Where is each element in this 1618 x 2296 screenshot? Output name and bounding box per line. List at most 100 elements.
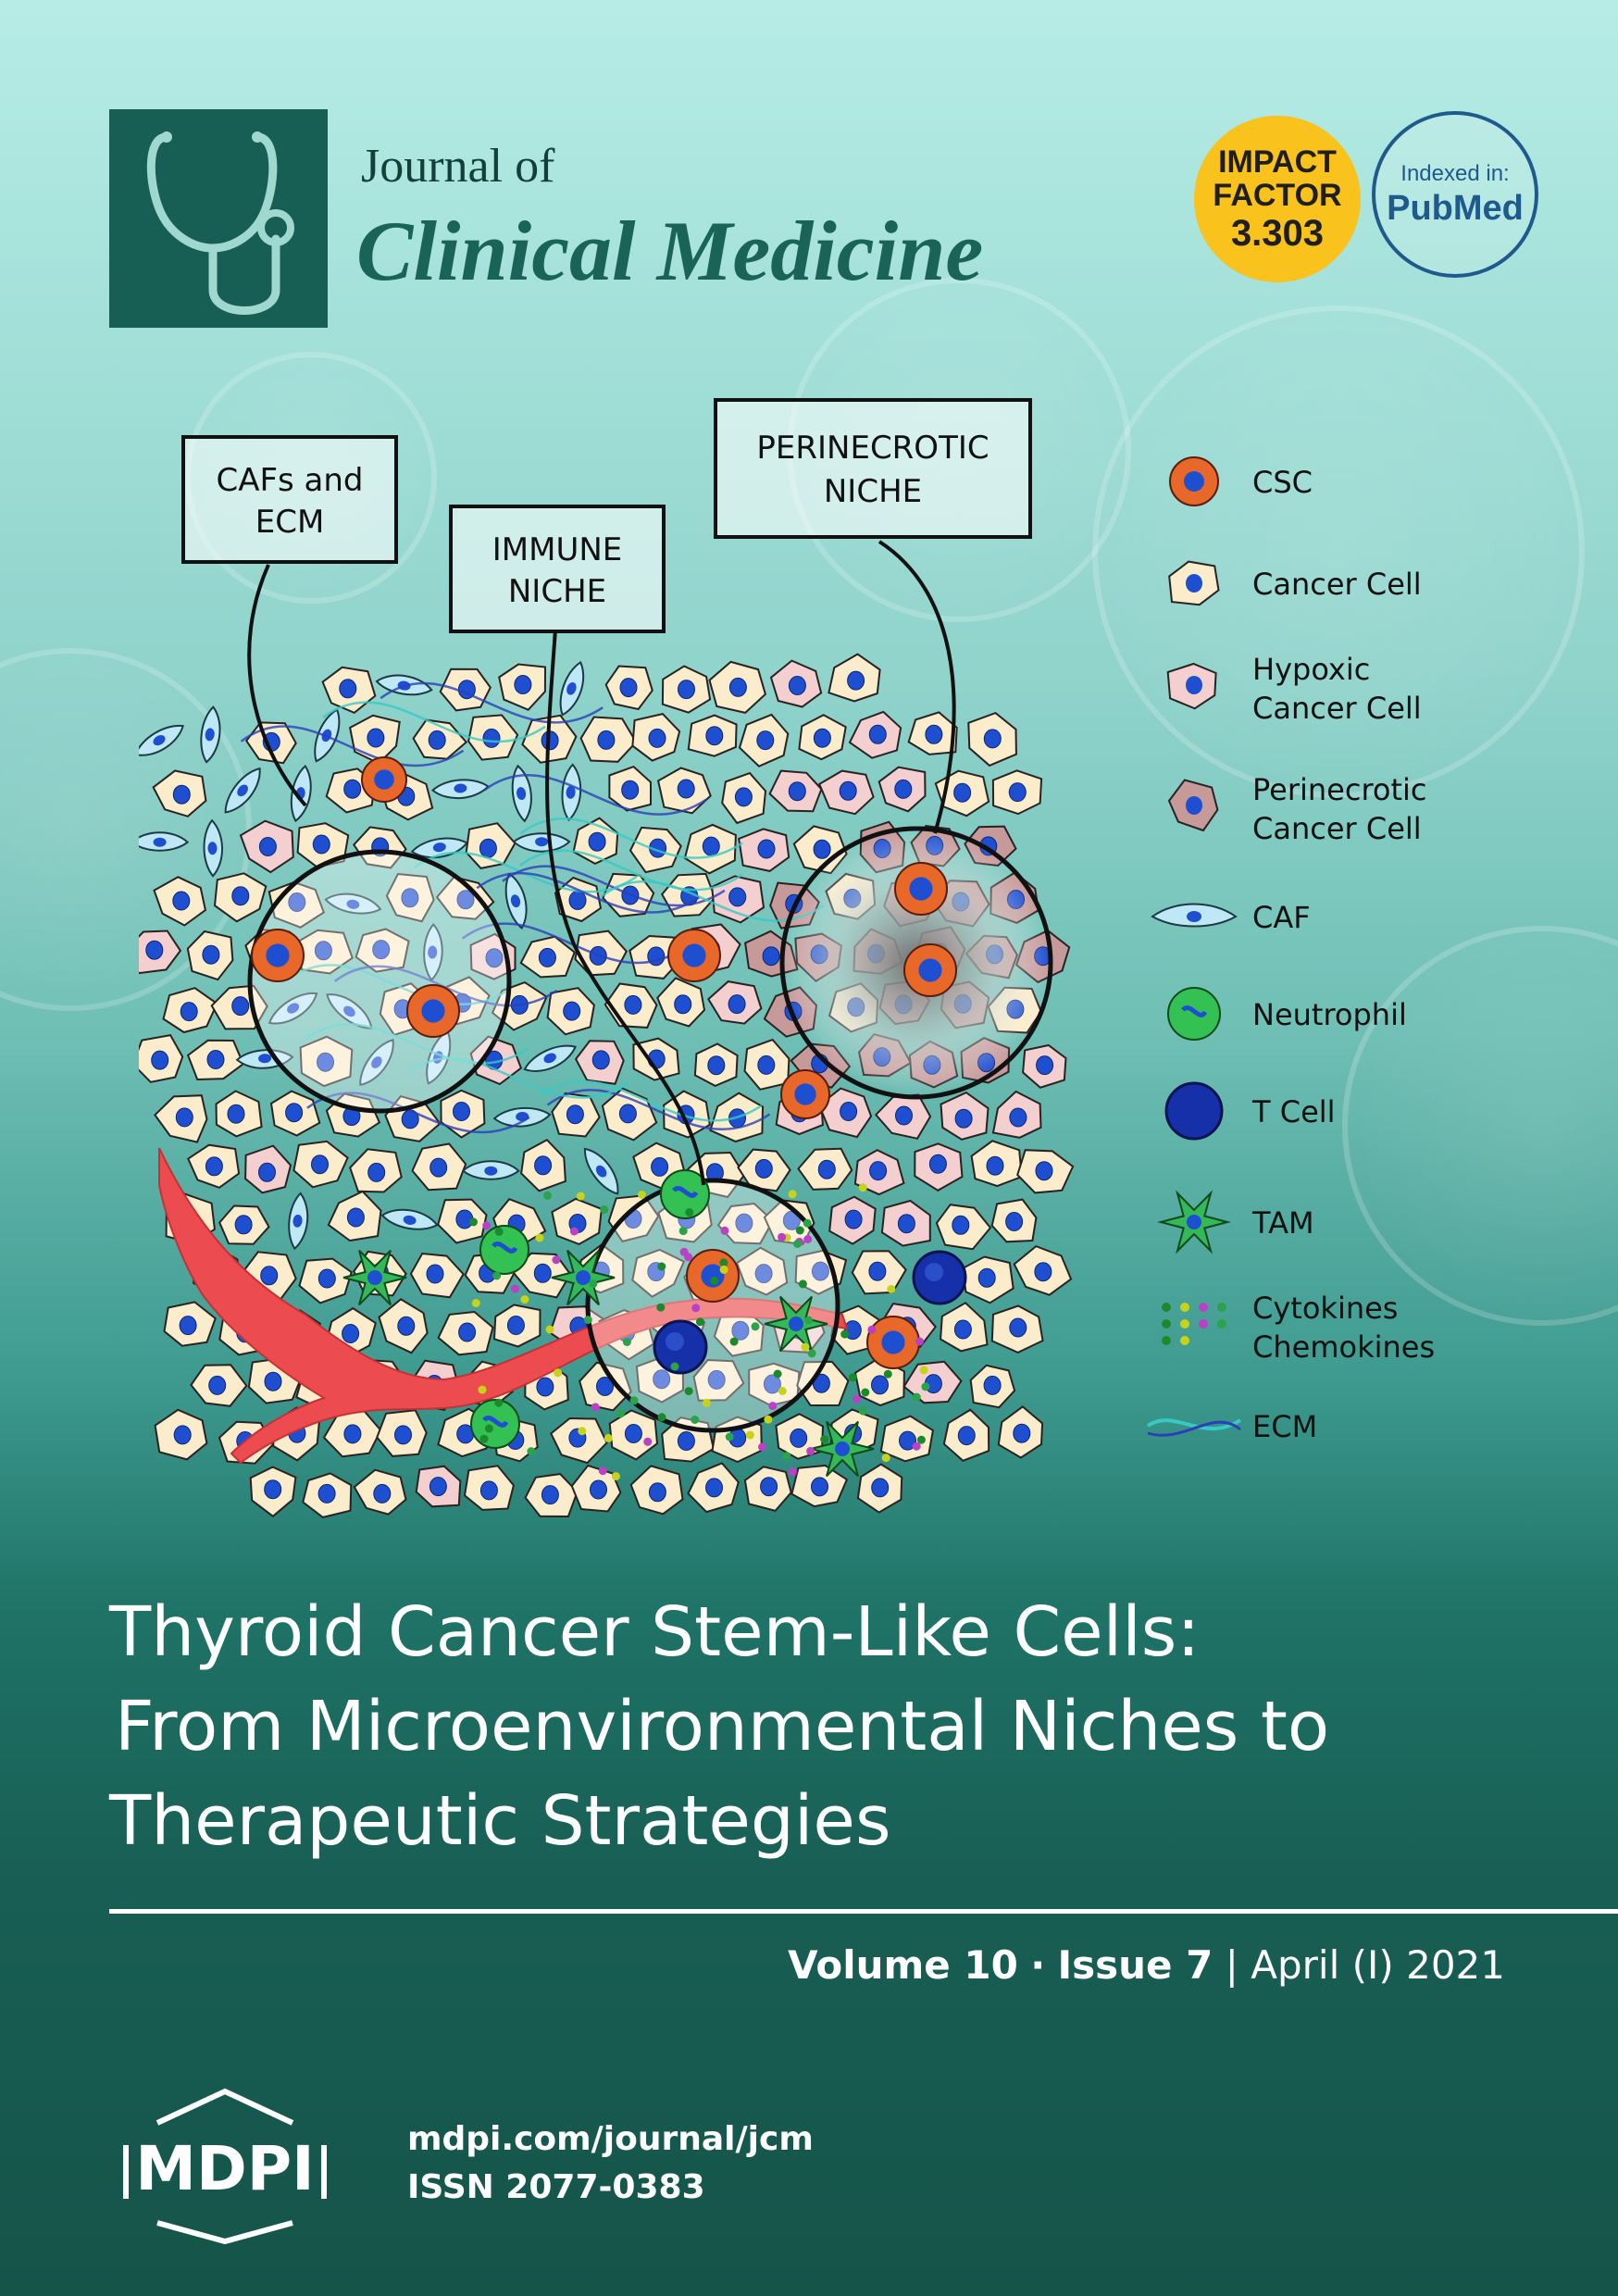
cytokine-dot	[678, 1227, 688, 1236]
background-bubble	[1092, 306, 1585, 798]
cytokine-dot	[915, 1337, 924, 1346]
journal-logo	[109, 109, 328, 328]
cytokine-dot	[719, 1265, 728, 1274]
cell-nucleus	[1005, 1212, 1024, 1231]
cell-nucleus	[234, 1215, 253, 1235]
cell-nucleus	[702, 836, 720, 856]
caf-cell	[203, 818, 223, 878]
cytokine-dot	[803, 1218, 812, 1228]
legend-tcell-icon	[1164, 1081, 1224, 1141]
cell-nucleus	[731, 1320, 750, 1341]
cytokine-dot	[494, 1227, 504, 1236]
cytokine-dot	[883, 1369, 892, 1379]
cytokine-dot	[482, 1221, 492, 1230]
cell-nucleus	[953, 1319, 972, 1340]
cytokine-dot	[670, 1362, 679, 1371]
caf-cell	[559, 660, 585, 717]
cell-nucleus	[813, 839, 831, 859]
cell-nucleus	[317, 1052, 334, 1072]
cytokine-dot	[552, 1255, 561, 1265]
cytokine-dot	[807, 1349, 816, 1358]
legend-label-line1: Hypoxic	[1252, 652, 1370, 687]
t-cell-highlight	[925, 1263, 943, 1281]
blood-vessel	[158, 1147, 849, 1465]
cell-nucleus	[563, 1001, 581, 1021]
cytokine-dot	[643, 1437, 653, 1446]
cytokine-dot	[795, 1226, 804, 1235]
legend-label-line1: TAM	[1251, 1205, 1314, 1241]
cytokine-dot	[604, 1433, 613, 1442]
cytokine-dot	[852, 1394, 861, 1404]
cell-nucleus	[871, 1375, 889, 1395]
cell-nucleus	[258, 837, 277, 856]
legend-label-line1: CSC	[1252, 465, 1313, 500]
headline-line1: Thyroid Cancer Stem-Like Cells:	[109, 1592, 1201, 1672]
caf-cell	[139, 724, 184, 756]
cell-nucleus	[533, 1263, 552, 1283]
journal-url[interactable]: mdpi.com/journal/jcm	[407, 2120, 814, 2158]
cytokine-dot	[764, 1415, 773, 1424]
cell-nucleus	[453, 1102, 470, 1121]
cytokine-dot	[545, 1325, 554, 1334]
cytokine-dot	[657, 1262, 666, 1271]
cell-nucleus	[621, 780, 640, 800]
cell-nucleus	[754, 1264, 773, 1284]
cell-nucleus	[811, 1261, 829, 1281]
cell-nucleus	[401, 888, 419, 908]
headline-line3: Therapeutic Strategies	[109, 1781, 891, 1861]
caf-nucleus	[153, 734, 166, 746]
legend-csc-nucleus	[1184, 471, 1204, 492]
tissue-mass	[139, 653, 1075, 1518]
cytokine-dot	[778, 1387, 787, 1395]
cell-nucleus	[895, 1105, 913, 1126]
cytokine-dot	[657, 1413, 666, 1422]
cell-nucleus	[346, 1207, 365, 1228]
cell-nucleus	[677, 1431, 695, 1451]
caf-nucleus	[346, 899, 360, 909]
cell-nucleus	[899, 1430, 916, 1451]
cell-nucleus	[231, 996, 250, 1017]
cytokine-dot	[789, 1467, 797, 1477]
cytokine-dot	[751, 1322, 760, 1331]
cell-nucleus	[868, 1261, 887, 1281]
cytokine-dot	[543, 1191, 552, 1200]
cell-nucleus	[482, 728, 501, 748]
cell-nucleus	[566, 1104, 584, 1125]
cytokine-dot	[600, 1205, 609, 1215]
caf-nucleus	[535, 837, 549, 847]
cell-nucleus	[456, 890, 475, 910]
cell-nucleus	[367, 728, 385, 748]
callout-immune-line1: IMMUNE	[492, 531, 623, 568]
cell-nucleus	[342, 1324, 360, 1343]
cell-nucleus	[653, 1369, 671, 1390]
legend-cancer-cell-nucleus	[1186, 574, 1202, 593]
cell-nucleus	[179, 1316, 197, 1336]
cytokine-dot	[611, 1472, 620, 1481]
issue-number: Issue 7	[1057, 1942, 1214, 1988]
cell-nucleus	[871, 1478, 890, 1498]
cytokine-dot	[494, 1398, 504, 1407]
cell-nucleus	[426, 1264, 444, 1284]
cytokine-dot	[758, 1442, 766, 1452]
cell-nucleus	[311, 1154, 329, 1175]
cell-nucleus	[847, 670, 865, 691]
cell-nucleus	[840, 1102, 858, 1121]
caf-cell	[380, 1208, 439, 1230]
cell-nucleus	[1036, 1055, 1054, 1076]
impact-factor-badge: IMPACT FACTOR 3.303	[1194, 116, 1361, 282]
journal-title: Clinical Medicine	[356, 204, 984, 298]
legend-cytokine-dot	[1217, 1303, 1226, 1312]
caf-cell	[583, 1147, 619, 1195]
cell-nucleus	[705, 726, 724, 746]
cytokine-dot	[778, 1232, 787, 1242]
tam-nucleus	[789, 1316, 803, 1331]
legend-ecm-fiber-2	[1147, 1420, 1241, 1437]
callout-cafs-line2: ECM	[255, 504, 325, 541]
cytokine-dot	[887, 1284, 896, 1293]
legend-cytokine-dot	[1180, 1336, 1189, 1345]
cell-nucleus	[953, 782, 972, 803]
legend-caf-nucleus	[1187, 911, 1201, 922]
indexed-db: PubMed	[1387, 188, 1524, 228]
cytokine-dot	[478, 1385, 487, 1394]
cell-nucleus	[458, 1322, 477, 1342]
